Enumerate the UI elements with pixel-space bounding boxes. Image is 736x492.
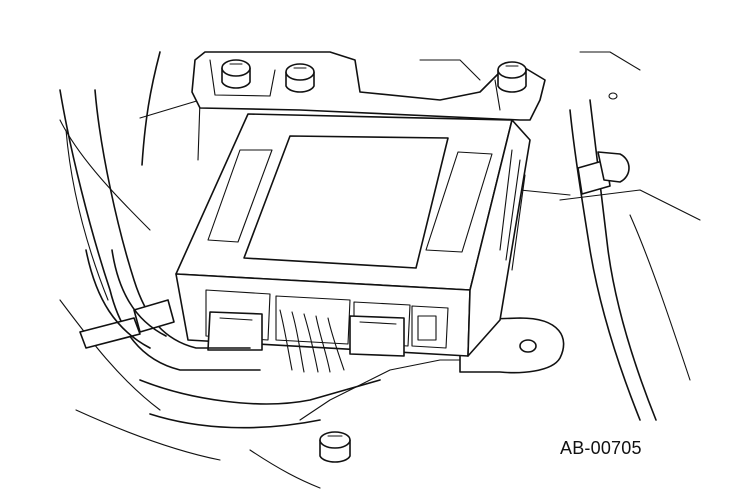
wire-harness <box>59 89 381 461</box>
figure-code: AB-00705 <box>560 438 642 458</box>
harness-clip-tab <box>133 299 175 333</box>
wiring-connectors <box>207 309 405 373</box>
mounting-bolt-3 <box>497 61 527 93</box>
side-cable <box>569 99 657 421</box>
mounting-bolt-4 <box>319 431 351 463</box>
module-side-strip-right <box>425 151 493 253</box>
bracket-bolt-hole <box>519 339 537 353</box>
connector-socket-b <box>275 295 351 345</box>
harness-clip-band <box>79 317 141 349</box>
connector-socket-d <box>411 305 449 349</box>
module-top-label <box>243 135 449 269</box>
connector-socket-a <box>205 289 271 341</box>
mounting-bolt-1 <box>221 59 251 89</box>
module-side-face <box>467 119 531 357</box>
cable-clip-head <box>597 151 630 183</box>
module-side-strip-left <box>207 149 273 243</box>
mounting-bolt-2 <box>285 63 315 93</box>
